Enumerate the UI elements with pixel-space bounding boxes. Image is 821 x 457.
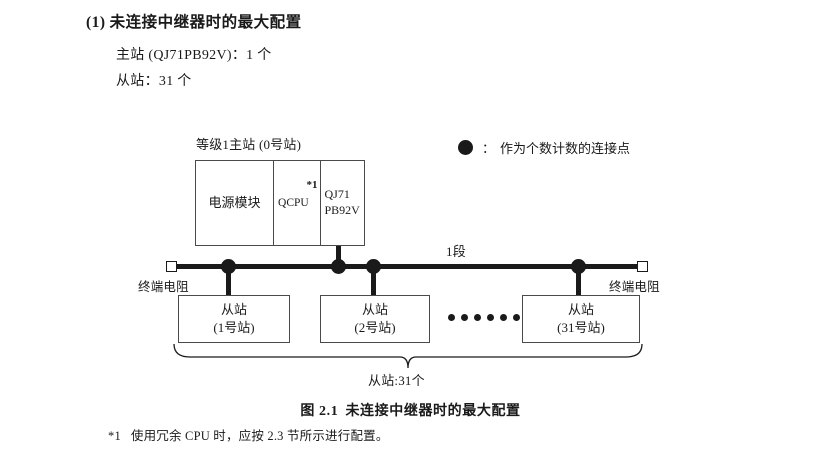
connection-node-2 <box>366 259 381 274</box>
terminating-resistor-left-icon <box>166 261 177 272</box>
slave-2-line2: (2号站) <box>354 320 396 335</box>
ellipsis-dot <box>500 314 507 321</box>
slave-drop-lead-1 <box>226 268 231 296</box>
terminating-resistor-right-icon <box>637 261 648 272</box>
slave-2-line1: 从站 <box>361 302 388 318</box>
cpu-module-label: QCPU <box>278 196 309 209</box>
power-module-cell: 电源模块 <box>196 161 273 245</box>
slave-drop-lead-3 <box>576 268 581 296</box>
master-station-label: 等级1主站 (0号站) <box>196 137 302 152</box>
ellipsis-dots-icon <box>448 314 520 321</box>
ellipsis-dot <box>448 314 455 321</box>
connection-node-1 <box>221 259 236 274</box>
cpu-footnote-mark: *1 <box>306 179 318 191</box>
network-module-line1: QJ71 <box>324 187 350 202</box>
filled-circle-icon <box>458 140 473 155</box>
slave-31-line1: 从站 <box>567 302 594 318</box>
slave-1-line1: 从站 <box>220 302 247 318</box>
legend-text: 作为个数计数的连接点 <box>500 141 631 156</box>
slave-drop-lead-2 <box>371 268 376 296</box>
figure-number: 图 2.1 <box>300 404 339 419</box>
segment-label: 1段 <box>446 244 466 259</box>
slave-station-box-31: 从站 (31号站) <box>522 295 640 343</box>
master-drop-lead <box>336 246 341 268</box>
spec-line-slave: 从站：31 个 <box>116 74 192 89</box>
section-heading: (1)未连接中继器时的最大配置 <box>86 10 302 32</box>
brace-icon <box>173 343 643 369</box>
bus-trunk-line <box>176 264 642 269</box>
slave-station-box-2: 从站 (2号站) <box>320 295 430 343</box>
figure-title: 未连接中继器时的最大配置 <box>345 404 521 419</box>
power-module-label: 电源模块 <box>208 194 261 210</box>
connection-node-master <box>331 259 346 274</box>
slave-count-brace <box>172 343 644 370</box>
footnote-text: 使用冗余 CPU 时，应按 2.3 节所示进行配置。 <box>130 429 389 443</box>
terminating-resistor-right-label: 终端电阻 <box>609 280 660 294</box>
spec-line-master: 主站 (QJ71PB92V)：1 个 <box>116 48 272 63</box>
legend: ： 作为个数计数的连接点 <box>458 138 630 157</box>
footnote: *1 使用冗余 CPU 时，应按 2.3 节所示进行配置。 <box>108 425 389 444</box>
connection-node-31 <box>571 259 586 274</box>
section-number: (1) <box>86 14 106 31</box>
cpu-module-cell: QCPU *1 <box>273 161 319 245</box>
ellipsis-dot <box>487 314 494 321</box>
legend-colon: ： <box>482 141 496 156</box>
section-title: 未连接中继器时的最大配置 <box>109 14 302 31</box>
network-module-line2: PB92V <box>324 203 360 217</box>
ellipsis-dot <box>513 314 520 321</box>
ellipsis-dot <box>474 314 481 321</box>
slave-count-label: 从站:31个 <box>368 373 425 388</box>
terminating-resistor-left-label: 终端电阻 <box>138 280 189 294</box>
figure-caption: 图 2.1 未连接中继器时的最大配置 <box>0 400 821 420</box>
slave-station-box-1: 从站 (1号站) <box>178 295 290 343</box>
slave-1-line2: (1号站) <box>213 320 255 335</box>
footnote-mark: *1 <box>108 429 121 443</box>
slave-31-line2: (31号站) <box>557 320 605 335</box>
ellipsis-dot <box>461 314 468 321</box>
